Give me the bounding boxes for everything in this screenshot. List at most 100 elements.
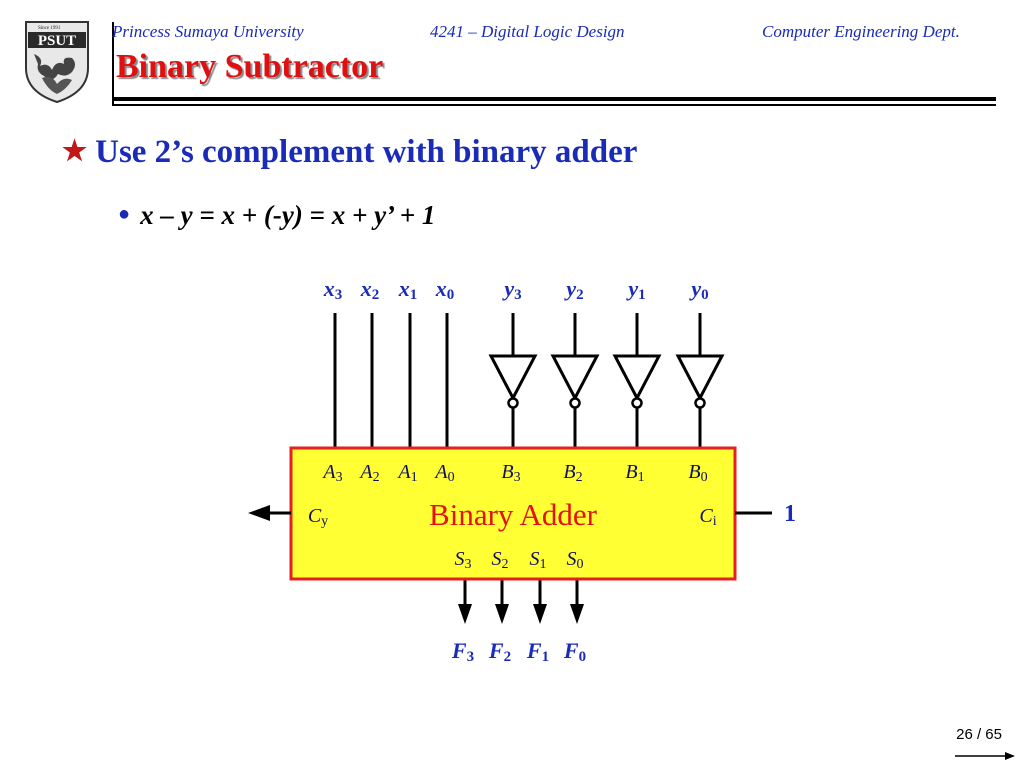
pin-a2-base: A: [358, 461, 373, 483]
pin-s1-base: S: [530, 548, 540, 570]
pin-b3-base: B: [501, 461, 513, 483]
output-f1-label-sub: 1: [542, 649, 550, 665]
output-f1-label-base: F: [526, 638, 542, 663]
inverter-y3-icon: [488, 354, 538, 402]
output-f3-label-sub: 3: [467, 649, 475, 665]
input-x2-label-sub: 2: [372, 287, 380, 303]
page-number: 26 / 65: [956, 726, 1002, 743]
pin-a1: A1: [396, 461, 417, 485]
output-f3-arrowhead: [458, 604, 472, 624]
pin-s0: S0: [567, 548, 584, 572]
pin-b0-base: B: [688, 461, 700, 483]
pin-s2-base: S: [492, 548, 502, 570]
inverter-y1-bubble: [631, 397, 643, 409]
output-f3-label: F3: [451, 638, 474, 665]
header-course: 4241 – Digital Logic Design: [430, 22, 625, 41]
input-y0-label-sub: 0: [701, 287, 709, 303]
pin-a0: A0: [433, 461, 454, 485]
bullet-main-text: Use 2’s complement with binary adder: [95, 134, 638, 170]
pin-s3-base: S: [455, 548, 465, 570]
output-f2-label-base: F: [488, 638, 504, 663]
inverter-y0-icon: [675, 354, 725, 402]
output-f3-label-base: F: [451, 638, 467, 663]
input-y2-label-sub: 2: [576, 287, 584, 303]
pin-s3: S3: [455, 548, 472, 572]
input-x3-label: x3: [323, 276, 343, 303]
pin-carry-in: Ci: [699, 505, 716, 529]
pin-a1-sub: 1: [411, 470, 418, 485]
input-y0-label: y0: [688, 276, 708, 303]
pin-carry-in-base: C: [699, 505, 713, 527]
pin-a0-sub: 0: [448, 470, 455, 485]
binary-adder-label: Binary Adder: [429, 497, 598, 532]
input-y1-label-sub: 1: [638, 287, 646, 303]
input-x3-label-sub: 3: [335, 287, 343, 303]
output-f2-label: F2: [488, 638, 511, 665]
logo-since: Since 1991: [38, 26, 61, 31]
input-x0-label-base: x: [435, 276, 447, 301]
input-x3-label-base: x: [323, 276, 335, 301]
pin-b1-sub: 1: [638, 470, 645, 485]
star-icon: ★: [62, 136, 88, 167]
pin-b0-sub: 0: [701, 470, 708, 485]
output-f0-label: F0: [563, 638, 586, 665]
pin-a3-base: A: [321, 461, 336, 483]
pin-s2-sub: 2: [502, 557, 509, 572]
input-x1-label: x1: [398, 276, 418, 303]
inverter-y0-bubble: [694, 397, 706, 409]
input-x2-label: x2: [360, 276, 380, 303]
input-x1-label-sub: 1: [410, 287, 418, 303]
header-rule-thick: [112, 97, 996, 101]
output-f1-arrowhead: [533, 604, 547, 624]
inverter-y3-bubble: [507, 397, 519, 409]
pin-b2-sub: 2: [576, 470, 583, 485]
bullet-sub: ●x – y = x + (-y) = x + y’ + 1: [118, 200, 435, 231]
pin-s1: S1: [530, 548, 547, 572]
pin-b3-sub: 3: [514, 470, 521, 485]
output-f2-label-sub: 2: [504, 649, 512, 665]
pin-a0-base: A: [433, 461, 448, 483]
pin-carry-in-sub: i: [713, 514, 717, 529]
pin-a3: A3: [321, 461, 342, 485]
pin-b2: B2: [563, 461, 582, 485]
pin-b1: B1: [625, 461, 644, 485]
pin-b3: B3: [501, 461, 520, 485]
pin-b2-base: B: [563, 461, 575, 483]
inverter-y2-icon: [550, 354, 600, 402]
pin-a2: A2: [358, 461, 379, 485]
inverter-y1-icon: [612, 354, 662, 402]
logo-text: PSUT: [38, 33, 76, 49]
header-university: Princess Sumaya University: [112, 22, 304, 41]
pin-carry-out: Cy: [308, 505, 328, 529]
output-f0-label-sub: 0: [579, 649, 587, 665]
input-x0-label-sub: 0: [447, 287, 455, 303]
carry-in-value: 1: [784, 501, 796, 527]
input-x2-label-base: x: [360, 276, 372, 301]
input-y2-label-base: y: [563, 276, 576, 301]
pin-s1-sub: 1: [540, 557, 547, 572]
input-y0-label-base: y: [688, 276, 701, 301]
header-rule-thin: [112, 104, 996, 106]
output-f2-arrowhead: [495, 604, 509, 624]
pin-a3-sub: 3: [336, 470, 343, 485]
header-department: Computer Engineering Dept.: [762, 22, 960, 41]
bullet-dot-icon: ●: [118, 203, 131, 225]
carry-out-arrowhead: [248, 505, 270, 521]
input-y2-label: y2: [563, 276, 583, 303]
pin-b0: B0: [688, 461, 707, 485]
pin-s2: S2: [492, 548, 509, 572]
pin-s0-base: S: [567, 548, 577, 570]
next-arrow-icon[interactable]: [955, 750, 1015, 762]
input-y3-label-sub: 3: [514, 287, 522, 303]
input-y3-label: y3: [501, 276, 521, 303]
input-y1-label: y1: [625, 276, 645, 303]
output-f0-label-base: F: [563, 638, 579, 663]
psut-logo: PSUT Since 1991: [25, 21, 89, 104]
binary-adder-block: [289, 446, 737, 581]
output-f1-label: F1: [526, 638, 549, 665]
bullet-main: ★Use 2’s complement with binary adder: [62, 134, 637, 171]
output-f0-arrowhead: [570, 604, 584, 624]
input-x1-label-base: x: [398, 276, 410, 301]
header-divider-vertical: [112, 22, 114, 104]
